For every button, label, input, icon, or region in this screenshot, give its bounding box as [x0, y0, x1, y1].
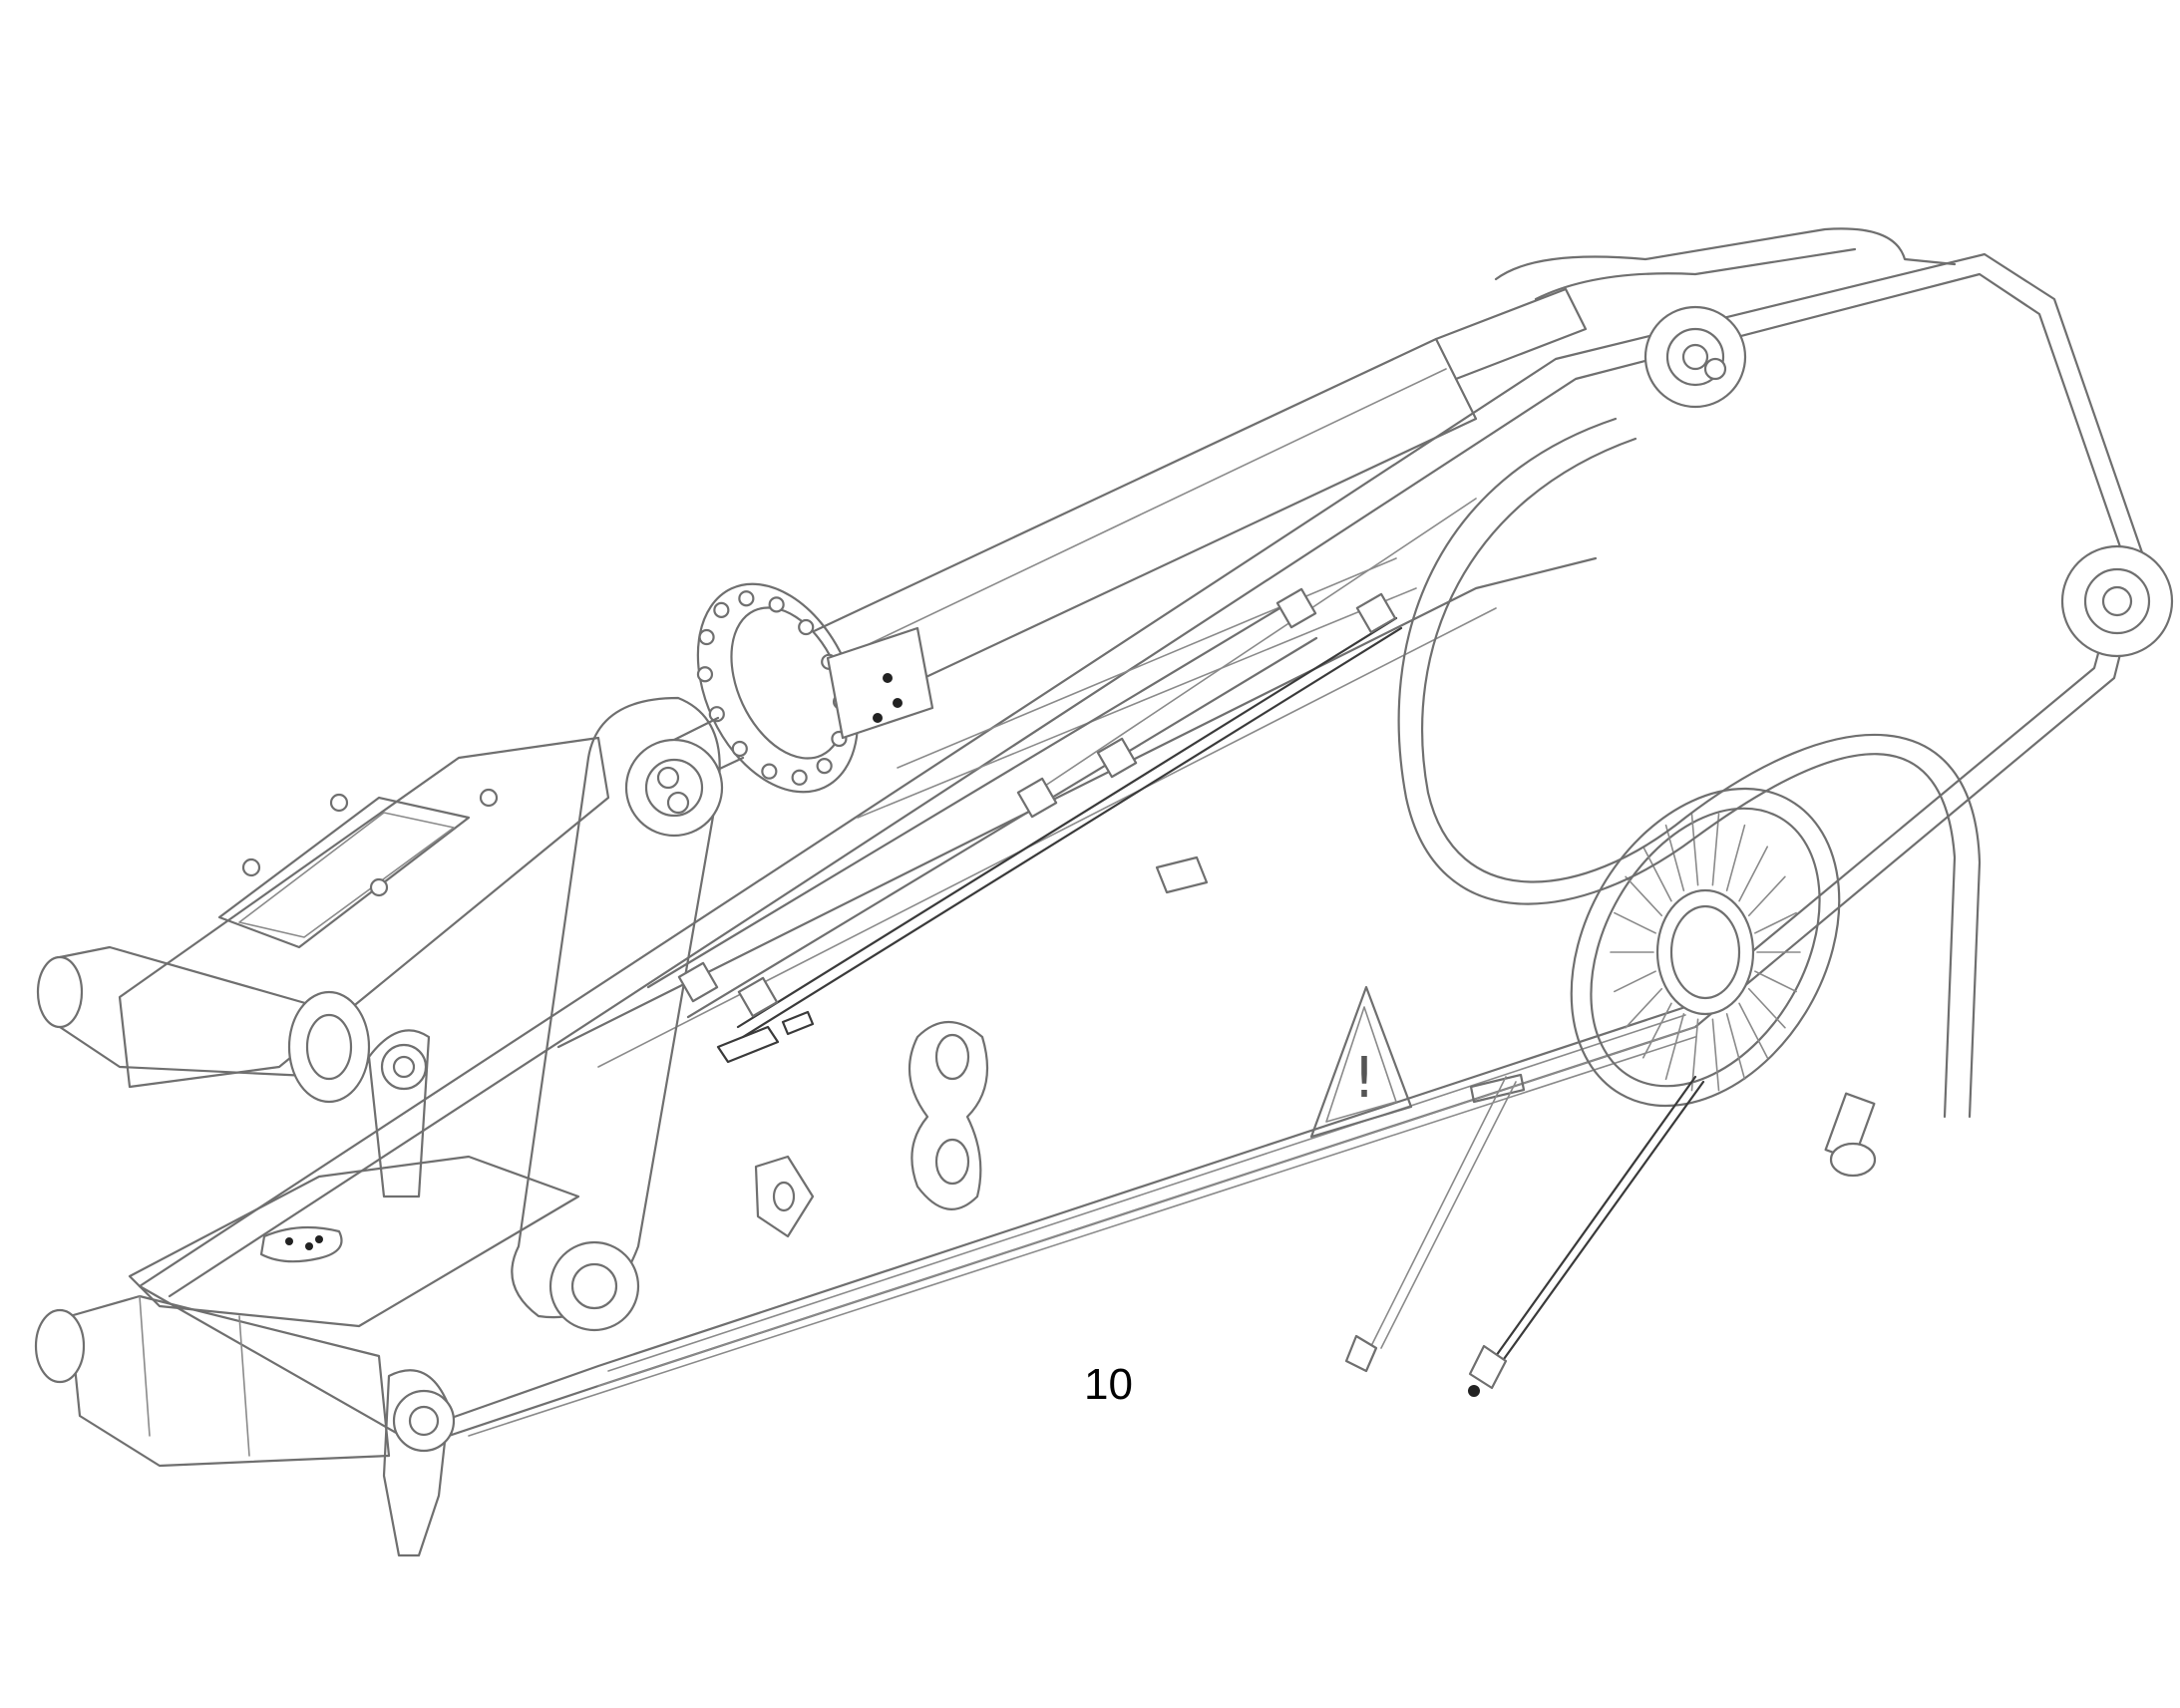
disc-spoke: [1690, 813, 1699, 886]
flange-bolt: [713, 601, 730, 618]
flange-bolt: [791, 769, 808, 786]
disc-spoke: [1747, 875, 1786, 917]
disc-spoke: [1711, 813, 1720, 886]
disc-spoke: [1641, 846, 1672, 902]
disc-spoke: [1664, 824, 1685, 891]
figure-eight-plate: [908, 1021, 989, 1210]
disc-spoke: [1747, 987, 1786, 1029]
pipe-clamp: [677, 961, 719, 1003]
lightening-disc: [1570, 787, 1841, 1108]
disc-spoke: [1754, 970, 1797, 993]
disc-spoke: [1738, 1002, 1769, 1059]
flange-bolt: [816, 758, 833, 775]
disc-spoke: [1725, 1013, 1746, 1081]
flange-bolt: [798, 618, 815, 636]
pipe-clamp: [1016, 777, 1058, 819]
disc-spoke: [1754, 911, 1797, 934]
link-arm: [511, 696, 724, 1332]
drop-hoses: [1344, 1075, 1705, 1397]
disc-spoke: [1614, 911, 1656, 934]
pipe-clamp: [737, 976, 779, 1018]
pipe-clamp: [1355, 592, 1397, 634]
warning-triangle-icon: !: [1309, 985, 1413, 1139]
flange-bolt: [698, 628, 715, 646]
disc-spoke: [1625, 875, 1663, 917]
flange-bolt: [696, 666, 714, 683]
boom-head-bracket: [1494, 227, 2174, 658]
rear-mounting-frame: [36, 736, 610, 1104]
disc-spoke: [1664, 1013, 1685, 1081]
callout-10: 10: [1084, 1360, 1133, 1409]
pipe-clamp: [1096, 737, 1138, 779]
small-block: [1155, 855, 1209, 894]
warning-symbol: !: [1353, 1046, 1375, 1111]
flange-bolt: [768, 596, 785, 613]
lower-pivot-assembly: [34, 1029, 456, 1557]
boom-body: [138, 252, 2146, 1448]
hydraulic-hose-loop: [1397, 417, 1982, 1178]
flange-bolt: [731, 740, 748, 758]
hydraulic-tubes: [646, 498, 1477, 1064]
flange-bolt: [738, 590, 755, 607]
disc-spoke: [1614, 970, 1656, 993]
disc-spoke: [1725, 824, 1746, 891]
hydraulic-cylinder: [636, 287, 1588, 800]
flange-bolt: [761, 763, 778, 780]
pipe-clamp: [1275, 587, 1317, 629]
flange-bolt: [708, 706, 725, 723]
foot-plate: [128, 1155, 580, 1328]
disc-spoke: [1738, 846, 1769, 902]
disc-spoke: [1625, 987, 1663, 1029]
disc-spoke: [1711, 1018, 1720, 1092]
small-slot-plate: [754, 1155, 815, 1238]
disc-spoke: [1641, 1002, 1672, 1059]
